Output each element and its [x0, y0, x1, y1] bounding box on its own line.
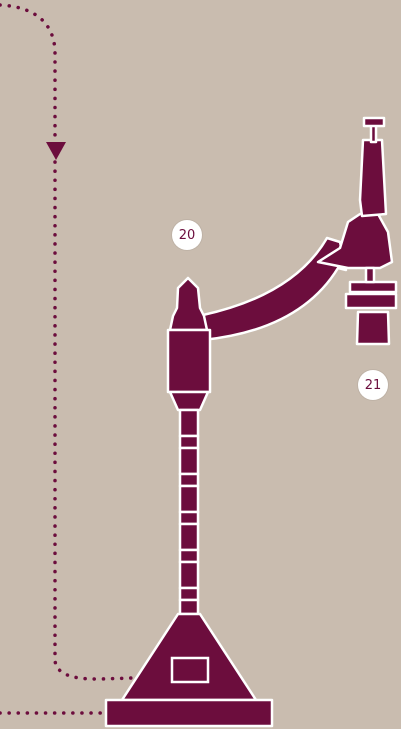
rod-segment [178, 434, 200, 450]
base-plate [104, 698, 274, 728]
marker-badge-21: 21 [358, 370, 388, 400]
rod-head-block [166, 328, 212, 394]
rod-segment [178, 522, 200, 552]
clamp-column [358, 138, 388, 218]
down-arrow-icon [46, 142, 66, 160]
clamp-neck [364, 266, 376, 284]
clamp-cup [355, 310, 391, 346]
rod-segment [178, 586, 200, 602]
rod-tip [168, 276, 209, 332]
flow-path [0, 3, 134, 681]
rod-segment [178, 408, 200, 438]
rod-segment [178, 560, 200, 590]
support-arm [201, 236, 348, 342]
rod-segment [178, 510, 200, 526]
rod-collar [168, 390, 210, 412]
clamp-plate-upper [348, 280, 398, 294]
rod-segment [178, 446, 200, 476]
clamp-plate-lower [344, 292, 398, 310]
rod-segment [178, 484, 200, 514]
clamp-body [316, 212, 394, 270]
rod-segment [178, 598, 200, 616]
rod-segment [178, 548, 200, 564]
clamp-screw-handle [362, 116, 386, 128]
marker-badge-20: 20 [172, 220, 202, 250]
rod-segment [178, 472, 200, 488]
base-window [170, 656, 210, 684]
